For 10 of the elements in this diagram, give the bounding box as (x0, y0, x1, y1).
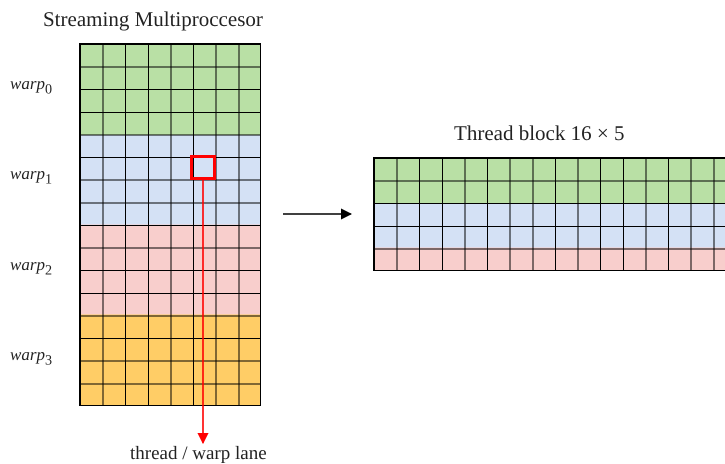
arrow (197, 180, 209, 444)
highlighted-thread-cell (190, 155, 216, 180)
warp-label: warp$_{1}$ (10, 164, 52, 188)
warp-label: warp$_{3}$ (10, 345, 52, 370)
warp-label: warp$_{0}$ (10, 74, 52, 98)
caption-text: thread / warp lane (130, 443, 300, 463)
grid-title: Streaming Multiproccesor (43, 7, 263, 32)
arrow (283, 208, 352, 220)
warp-label: warp$_{2}$ (10, 255, 52, 280)
grid-title: Thread block 16 × 5 (454, 121, 624, 146)
